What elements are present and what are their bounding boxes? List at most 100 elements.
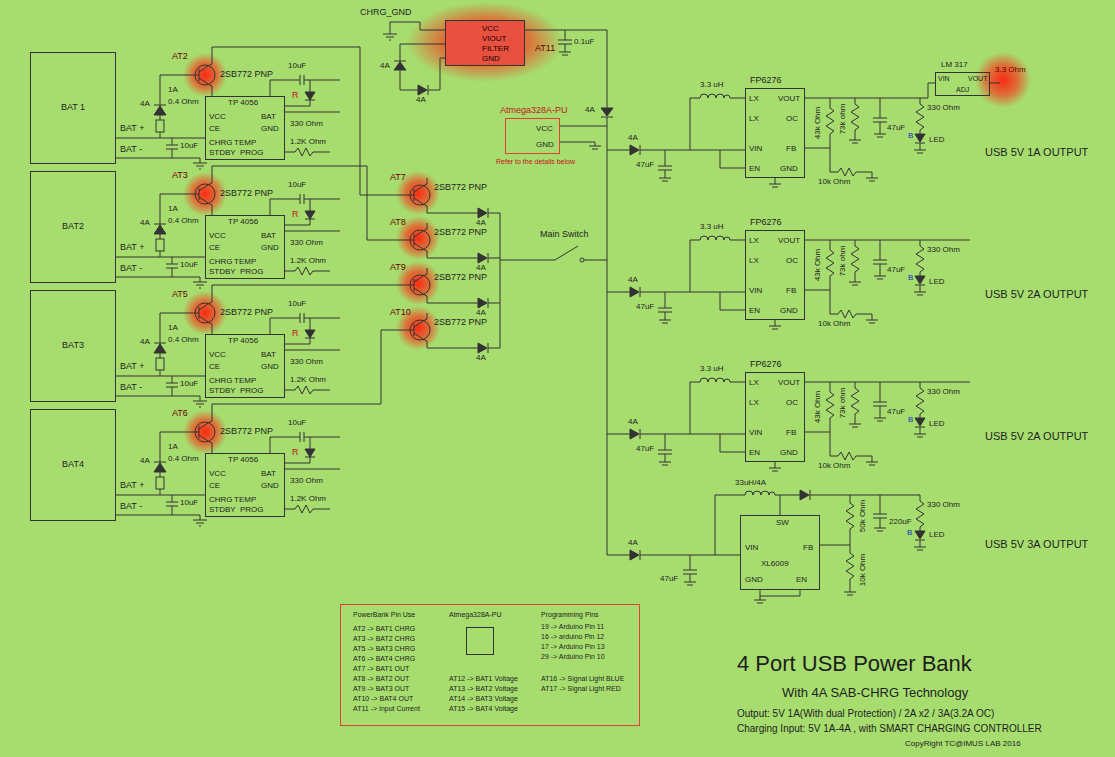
schematic-label: 330 Ohm: [927, 104, 960, 113]
battery-wire: [116, 257, 205, 258]
schematic-label: LED: [929, 420, 945, 429]
schematic-label: 2SB772 PNP: [434, 318, 487, 328]
node-text: VOUT: [778, 95, 800, 104]
battery-box: BAT3: [30, 290, 116, 402]
node-text: SW: [776, 519, 789, 528]
schematic-label: 3.3 Ohm: [995, 66, 1026, 75]
battery-wire: [116, 495, 205, 496]
resistor-value: 73k ohm: [839, 104, 848, 135]
schematic-label: 10k Ohm: [818, 178, 850, 187]
node-text: AT16 -> Signal Light BLUE: [541, 675, 624, 683]
node-text: AT6 -> BAT4 CHRG: [353, 655, 415, 663]
schematic-label: 0.1uF: [574, 38, 594, 47]
schematic-part: [115, 22, 1000, 603]
schematic-label: 10uF: [288, 300, 306, 309]
node-text: VIN: [749, 145, 762, 154]
node-text: Programming Pins: [541, 611, 599, 619]
node-text: AT8 -> BAT2 OUT: [353, 675, 409, 683]
schematic-label: AT5: [172, 290, 188, 300]
node-text: BAT 1: [31, 103, 115, 113]
boost-converter-chip: FP6276LXLXVINENVOUTOCFBGND: [745, 372, 805, 462]
node-text: FP6276: [750, 76, 782, 86]
schematic-label: B: [908, 416, 913, 425]
schematic-label: Main Switch: [540, 230, 589, 240]
repeated-circuit: [396, 261, 500, 308]
node-text: LX: [749, 115, 759, 124]
schematic-label: 47uF: [887, 266, 905, 275]
schematic-label: BAT -: [120, 502, 142, 512]
schematic-label: 10uF: [180, 499, 198, 508]
schematic-label: LED: [929, 136, 945, 145]
schematic-label: 47uF: [636, 445, 654, 454]
node-text: 29 -> Arduino Pin 10: [541, 653, 605, 661]
schematic-label: 2SB772 PNP: [220, 189, 273, 199]
node-text: AT9 -> BAT3 OUT: [353, 685, 409, 693]
node-text: VCC: [209, 470, 226, 479]
schematic-label: AT9: [390, 263, 406, 273]
schematic-label: 1.2K Ohm: [290, 138, 326, 147]
node-text: FB: [786, 429, 796, 438]
node-text: TEMP: [234, 139, 256, 148]
schematic-label: 4A: [140, 457, 150, 466]
node-text: VOUT: [778, 237, 800, 246]
node-text: BAT2: [31, 222, 115, 232]
schematic-label: USB 5V 2A OUTPUT: [985, 288, 1088, 300]
node-text: CE: [209, 244, 220, 253]
node-text: VOUT: [778, 379, 800, 388]
node-text: FB: [786, 287, 796, 296]
schematic-label: 4A: [628, 418, 638, 427]
wire-path: [345, 47, 410, 404]
schematic-label: BAT +: [120, 362, 144, 372]
schematic-label: LED: [929, 278, 945, 287]
node-text: STDBY: [209, 149, 236, 158]
schematic-label: Output: 5V 1A(With dual Protection) / 2A…: [737, 708, 994, 719]
node-text: LX: [749, 379, 759, 388]
schematic-label: 1.2K Ohm: [290, 257, 326, 266]
schematic-label: AT3: [172, 171, 188, 181]
node-text: BAT: [261, 351, 276, 360]
schematic-label: 4A: [476, 264, 486, 273]
schematic-label: 4A: [628, 276, 638, 285]
node-text: TEMP: [234, 258, 256, 267]
schematic-label: 3.3 uH: [700, 81, 724, 90]
node-text: FP6276: [750, 360, 782, 370]
schematic-label: AT6: [172, 409, 188, 419]
charger-chip: TP 4056VCCBATCEGNDCHRGTEMPSTDBYPROG: [205, 96, 285, 160]
node-text: LX: [749, 95, 759, 104]
schematic-label: Refer to the details below: [496, 158, 575, 166]
node-text: STDBY: [209, 387, 236, 396]
schematic-label: 4A: [476, 219, 486, 228]
node-text: BAT: [261, 470, 276, 479]
schematic-label: 1A: [168, 443, 178, 452]
repeated-circuit: [607, 378, 926, 471]
node-text: PROG: [240, 268, 264, 277]
node-text: 19 -> Arduino Pin 11: [541, 623, 604, 631]
component-symbol: [580, 258, 584, 262]
wire-path: [383, 22, 613, 117]
regulator-chip: LM 317VINADJVOUT: [935, 72, 990, 96]
node-text: AT10 -> BAT4 OUT: [353, 695, 413, 703]
diagram-title: 4 Port USB Power Bank: [737, 652, 972, 676]
node-text: OC: [786, 399, 798, 408]
schematic-label: CHRG_GND: [360, 8, 412, 18]
node-text: OC: [786, 115, 798, 124]
schematic-label: 4A: [585, 106, 595, 115]
schematic-label: 330 Ohm: [927, 246, 960, 255]
node-text: VCC: [209, 113, 226, 122]
schematic-label: B: [908, 274, 913, 283]
resistor-value: 43k Ohm: [814, 249, 823, 281]
node-text: LX: [749, 237, 759, 246]
resistor-value: 10k Ohm: [859, 554, 868, 586]
schematic-label: AT10: [390, 308, 411, 318]
node-text: AT17 -> Signal Light RED: [541, 685, 621, 693]
node-text: VCC: [209, 232, 226, 241]
boost-converter-chip: FP6276LXLXVINENVOUTOCFBGND: [745, 88, 805, 178]
schematic-label: BAT -: [120, 264, 142, 274]
node-text: EN: [749, 307, 760, 316]
schematic-label: R: [292, 329, 299, 339]
repeated-circuit: [396, 171, 500, 218]
repeated-circuit: [115, 404, 345, 526]
pin-table-box: PowerBank Pin UseAT2 -> BAT1 CHRGAT3 -> …: [340, 604, 640, 726]
diode-symbol: [630, 550, 639, 560]
